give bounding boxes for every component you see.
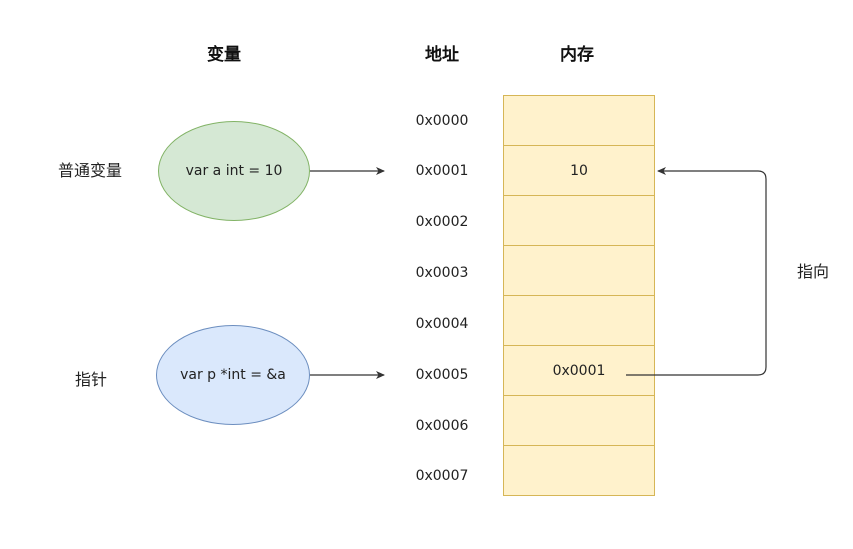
variable-header: 变量 [207, 45, 241, 65]
memory-header: 内存 [560, 45, 594, 65]
memory-cell [503, 395, 655, 446]
memory-cell: 10 [503, 145, 655, 196]
pointer-reference-arrow [626, 167, 767, 376]
memory-column: 10 0x0001 [503, 95, 655, 496]
address-label: 0x0000 [415, 113, 469, 129]
memory-cell [503, 445, 655, 496]
pointer-p-text: var p *int = &a [180, 367, 286, 383]
address-label: 0x0005 [415, 367, 469, 383]
address-label: 0x0004 [415, 316, 469, 332]
pointer-label: 指针 [75, 370, 108, 389]
memory-cell: 0x0001 [503, 345, 655, 396]
memory-cell [503, 95, 655, 146]
pointer-p-node: var p *int = &a [156, 325, 310, 425]
points-to-label: 指向 [797, 262, 830, 281]
variable-a-text: var a int = 10 [185, 163, 283, 179]
address-header: 地址 [425, 45, 459, 65]
address-label: 0x0003 [415, 265, 469, 281]
address-label: 0x0002 [415, 214, 469, 230]
address-label: 0x0007 [415, 468, 469, 484]
address-label: 0x0006 [415, 418, 469, 434]
normal-variable-label: 普通变量 [58, 161, 123, 180]
address-label: 0x0001 [415, 163, 469, 179]
variable-a-node: var a int = 10 [158, 121, 310, 221]
